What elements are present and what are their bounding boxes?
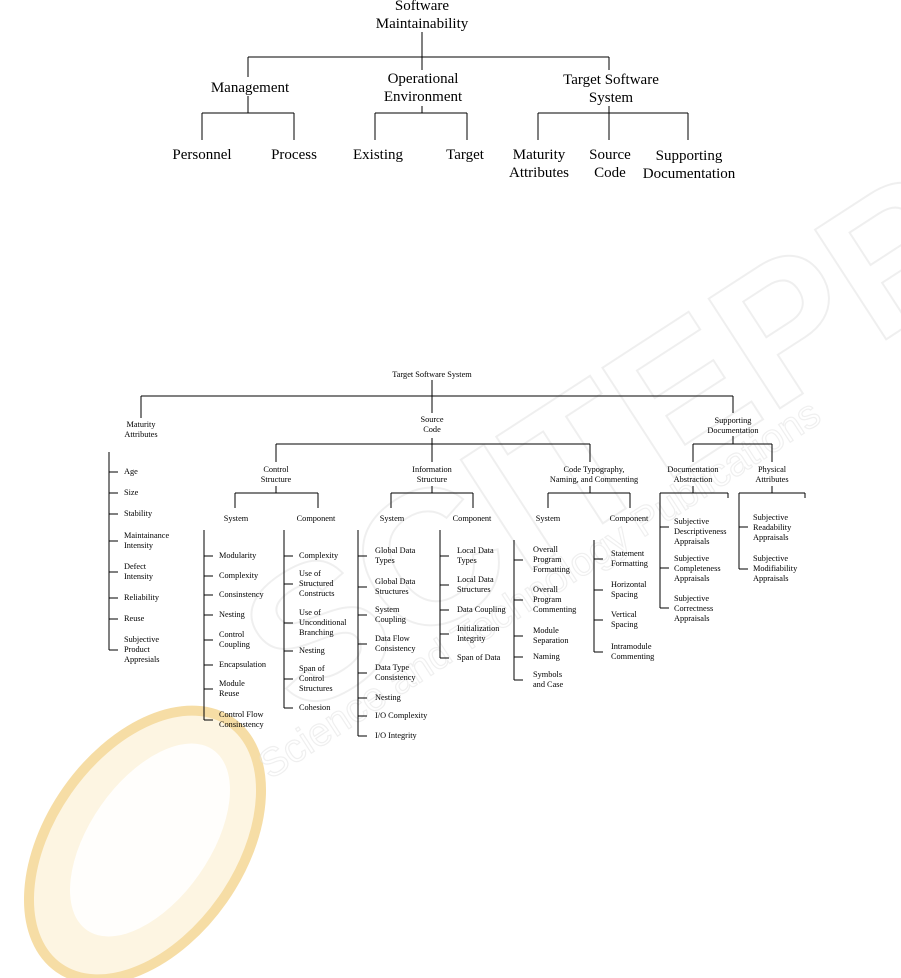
info-component-label: Component bbox=[452, 514, 492, 523]
typo-component-label: Component bbox=[609, 514, 649, 523]
node-information-structure: Information Structure bbox=[412, 465, 452, 484]
typo-system-item: Module Separation bbox=[533, 626, 569, 645]
control-component-item: Complexity bbox=[299, 551, 339, 560]
node-management: Management bbox=[210, 80, 290, 96]
maturity-item-subjective-product-appresials: Subjective Product Appresials bbox=[124, 635, 160, 664]
info-component-item: Data Coupling bbox=[457, 605, 506, 614]
node-documentation-abstraction: Documentation Abstraction bbox=[667, 465, 719, 484]
info-system-item: I/O Complexity bbox=[375, 711, 428, 720]
control-component-item: Cohesion bbox=[299, 703, 331, 712]
control-component-item: Span of Control Structures bbox=[299, 664, 333, 693]
control-system-item: Encapsulation bbox=[219, 660, 267, 669]
branch-maturity-attributes: Maturity Attributes bbox=[124, 420, 158, 439]
doc-physical-item: Subjective Readability Appraisals bbox=[753, 513, 792, 542]
info-system-item: Global Data Types bbox=[375, 546, 416, 565]
typo-component-item: Statement Formatting bbox=[611, 549, 648, 568]
leaf-supporting-documentation: Supporting Documentation bbox=[642, 148, 736, 182]
typo-component-item: Horizontal Spacing bbox=[611, 580, 647, 599]
info-system-label: System bbox=[379, 514, 405, 523]
typo-component-item: Vertical Spacing bbox=[611, 610, 638, 629]
info-system-item: Data Flow Consistency bbox=[375, 634, 416, 653]
watermark-logo bbox=[23, 705, 267, 978]
control-system-item: Control Flow Consinstency bbox=[219, 710, 264, 729]
maturity-item-defect-intensity: Defect Intensity bbox=[124, 562, 154, 581]
node-control-structure: Control Structure bbox=[260, 465, 292, 484]
control-system-item: Modularity bbox=[219, 551, 257, 560]
leaf-target: Target bbox=[446, 147, 484, 163]
maturity-item-reliability: Reliability bbox=[124, 593, 160, 602]
doc-abstraction-item: Subjective Completeness Appraisals bbox=[674, 554, 721, 583]
info-component-item: Span of Data bbox=[457, 653, 501, 662]
control-system-item: Complexity bbox=[219, 571, 259, 580]
leaf-maturity-attributes: Maturity Attributes bbox=[509, 147, 569, 181]
control-component-item: Use of Unconditional Branching bbox=[299, 608, 347, 637]
leaf-source-code: Source Code bbox=[589, 147, 631, 181]
control-component-label: Component bbox=[296, 514, 336, 523]
typo-system-item: Overall Program Commenting bbox=[533, 585, 577, 614]
node-code-typography: Code Typography, Naming, and Commenting bbox=[549, 465, 639, 484]
root-software-maintainability: Software Maintainability bbox=[375, 0, 469, 32]
node-physical-attributes: Physical Attributes bbox=[755, 465, 789, 484]
info-system-item: Global Data Structures bbox=[375, 577, 416, 596]
typo-component-item: Intramodule Commenting bbox=[611, 642, 655, 661]
control-component-item: Use of Structured Constructs bbox=[299, 569, 335, 598]
info-component-item: Initialization Integrity bbox=[457, 624, 500, 643]
control-system-item: Module Reuse bbox=[219, 679, 245, 698]
maturity-item-size: Size bbox=[124, 488, 139, 497]
info-system-item: System Coupling bbox=[375, 605, 406, 624]
maturity-item-maintainance-intensity: Maintainance Intensity bbox=[124, 531, 170, 550]
info-system-item: I/O Integrity bbox=[375, 731, 417, 740]
root-target-software-system: Target Software System bbox=[392, 370, 472, 379]
info-component-item: Local Data Types bbox=[457, 546, 494, 565]
maturity-item-reuse: Reuse bbox=[124, 614, 145, 623]
info-component-item: Local Data Structures bbox=[457, 575, 494, 594]
typo-system-item: Overall Program Formatting bbox=[533, 545, 570, 574]
doc-physical-item: Subjective Modifiability Appraisals bbox=[753, 554, 798, 583]
maturity-item-stability: Stability bbox=[124, 509, 153, 518]
typo-system-label: System bbox=[535, 514, 561, 523]
doc-abstraction-item: Subjective Correctness Appraisals bbox=[674, 594, 714, 623]
info-system-item: Data Type Consistency bbox=[375, 663, 416, 682]
control-component-item: Nesting bbox=[299, 646, 325, 655]
node-operational-environment: Operational Environment bbox=[383, 71, 463, 105]
control-system-label: System bbox=[223, 514, 249, 523]
typo-system-item: Symbols and Case bbox=[533, 670, 564, 689]
branch-supporting-documentation: Supporting Documentation bbox=[707, 416, 759, 435]
branch-source-code: Source Code bbox=[420, 415, 444, 434]
leaf-process: Process bbox=[271, 147, 317, 163]
doc-abstraction-item: Subjective Descriptiveness Appraisals bbox=[674, 517, 727, 546]
control-system-item: Control Coupling bbox=[219, 630, 250, 649]
leaf-personnel: Personnel bbox=[172, 147, 232, 163]
node-target-software-system: Target Software System bbox=[563, 72, 659, 106]
control-system-item: Consinstency bbox=[219, 590, 264, 599]
maturity-item-age: Age bbox=[124, 467, 138, 476]
info-system-item: Nesting bbox=[375, 693, 401, 702]
control-system-item: Nesting bbox=[219, 610, 245, 619]
typo-system-item: Naming bbox=[533, 652, 560, 661]
leaf-existing: Existing bbox=[352, 147, 404, 163]
